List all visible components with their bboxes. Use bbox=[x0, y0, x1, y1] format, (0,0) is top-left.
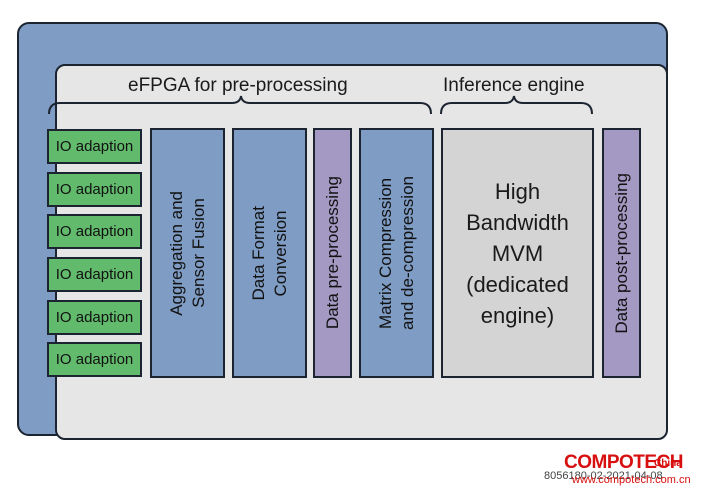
io-adaption-label: IO adaption bbox=[55, 223, 134, 240]
format-line-2: Conversion bbox=[270, 210, 290, 296]
compotech-url: www.compotech.com.cn bbox=[572, 474, 691, 486]
mvm-line-4: (dedicated bbox=[466, 271, 569, 297]
compotech-logo: COMPOTECH bbox=[564, 452, 684, 473]
figure-id: 8056180-02-2021-04-08 bbox=[544, 470, 663, 482]
matrix-line-2: and de-compression bbox=[397, 175, 417, 331]
io-adaption-label: IO adaption bbox=[55, 309, 134, 326]
io-adaption-block: IO adaption bbox=[47, 172, 142, 207]
compotech-logo-sub: China bbox=[654, 458, 682, 469]
io-adaption-label: IO adaption bbox=[55, 266, 134, 283]
mvm-line-2: Bandwidth bbox=[466, 209, 569, 235]
aggregation-block: Aggregation and Sensor Fusion bbox=[150, 128, 225, 378]
io-adaption-block: IO adaption bbox=[47, 257, 142, 292]
io-adaption-block: IO adaption bbox=[47, 214, 142, 249]
mvm-line-3: MVM bbox=[491, 240, 544, 266]
inference-label: Inference engine bbox=[443, 75, 585, 96]
io-adaption-block: IO adaption bbox=[47, 300, 142, 335]
format-conversion-block: Data Format Conversion bbox=[232, 128, 307, 378]
efpga-label: eFPGA for pre-processing bbox=[128, 75, 348, 96]
aggregation-line-2: Sensor Fusion bbox=[188, 198, 208, 308]
postprocessing-label: Data post-processing bbox=[611, 172, 631, 334]
io-adaption-block: IO adaption bbox=[47, 129, 142, 164]
mvm-line-5: engine) bbox=[480, 302, 555, 328]
io-adaption-block: IO adaption bbox=[47, 342, 142, 377]
matrix-line-1: Matrix Compression bbox=[375, 177, 395, 329]
matrix-compression-block: Matrix Compression and de-compression bbox=[359, 128, 434, 378]
preprocessing-label: Data pre-processing bbox=[322, 176, 342, 330]
format-line-1: Data Format bbox=[248, 205, 268, 301]
io-adaption-label: IO adaption bbox=[55, 181, 134, 198]
io-adaption-label: IO adaption bbox=[55, 351, 134, 368]
postprocessing-block: Data post-processing bbox=[602, 128, 641, 378]
mvm-line-1: High bbox=[494, 178, 541, 204]
preprocessing-block: Data pre-processing bbox=[313, 128, 352, 378]
mvm-engine-block: High Bandwidth MVM (dedicated engine) bbox=[441, 128, 594, 378]
io-adaption-label: IO adaption bbox=[55, 138, 134, 155]
aggregation-line-1: Aggregation and bbox=[166, 190, 186, 316]
